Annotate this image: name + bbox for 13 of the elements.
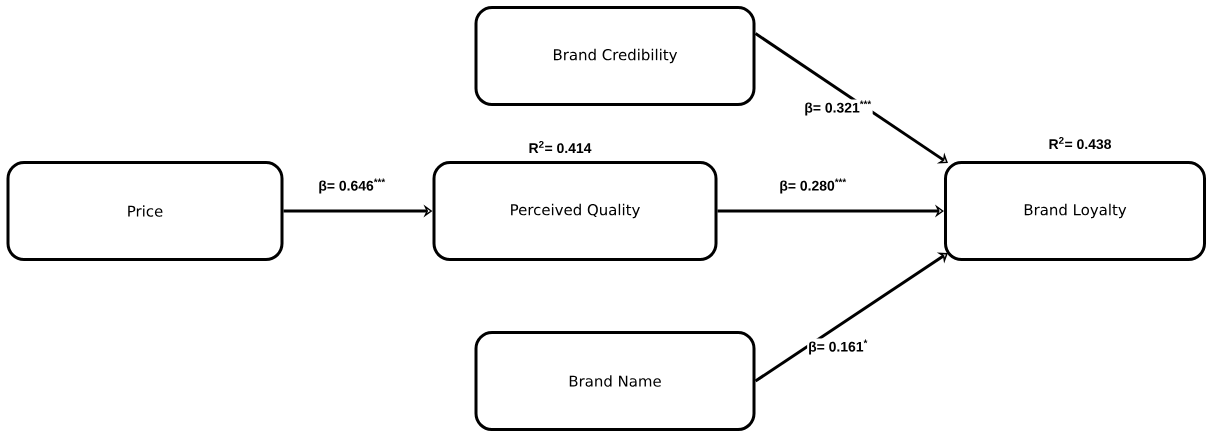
edge-label: β= 0.280$^{***}$ [778, 177, 848, 195]
r-squared-label: R$^{2}$= 0.438 [1049, 136, 1111, 150]
edge-label: β= 0.321$^{***}$ [803, 99, 873, 117]
process-box: Price [6, 161, 284, 261]
process-box: Brand Loyalty [944, 161, 1206, 261]
process-box: Brand Name [474, 331, 756, 431]
arrow [754, 252, 948, 383]
process-box: Perceived Quality [432, 161, 718, 261]
edge-label: β= 0.646$^{***}$ [317, 177, 387, 195]
arrow [754, 32, 948, 164]
process-box: Brand Credibility [474, 6, 756, 106]
r-squared-label: R$^{2}$= 0.414 [529, 140, 592, 154]
edge-label: β= 0.161$^{*}$ [807, 338, 869, 356]
